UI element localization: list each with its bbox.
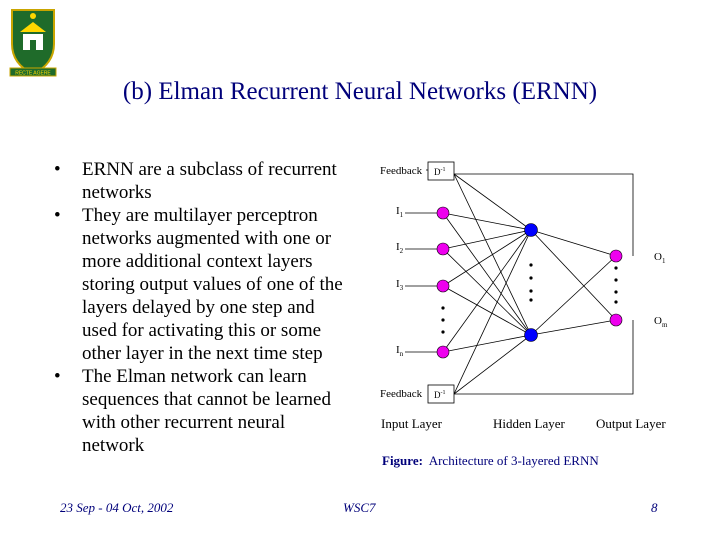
feedback-top-loop (426, 169, 634, 256)
delay-label-top: D-1 (434, 167, 446, 177)
context-connection (453, 334, 532, 395)
input-hidden-connection (442, 229, 532, 250)
layer-label-output: Output Layer (596, 416, 666, 431)
context-connection (453, 229, 532, 395)
input-label-1: I1 (396, 205, 404, 219)
logo-motto: RECTE AGERE (15, 71, 51, 77)
output-label-1: O1 (654, 251, 666, 265)
input-hidden-connection (442, 248, 532, 336)
output-node-m (609, 313, 623, 327)
bullet-item: • They are multilayer perceptron network… (52, 204, 352, 365)
hidden-output-connection (530, 229, 617, 257)
hidden-node-2 (524, 328, 538, 342)
context-connection (453, 173, 532, 336)
delay-label-bottom: D-1 (434, 390, 446, 400)
bullet-dot: • (54, 205, 61, 226)
feedback-label-top: Feedback (380, 165, 423, 177)
input-node-3 (436, 279, 450, 293)
input-hidden-connection (442, 334, 532, 353)
hidden-output-connection (530, 255, 617, 336)
input-hidden-connection (442, 285, 532, 336)
input-label-3: I3 (396, 278, 404, 292)
ellipsis-dots (441, 263, 618, 334)
layer-label-hidden: Hidden Layer (493, 416, 566, 431)
bullet-item: • ERNN are a subclass of recurrent netwo… (52, 158, 352, 204)
hidden-output-connection (530, 319, 617, 336)
bullet-list: • ERNN are a subclass of recurrent netwo… (52, 158, 352, 457)
input-node-1 (436, 206, 450, 220)
layer-label-input: Input Layer (381, 416, 443, 431)
input-label-2: I2 (396, 241, 404, 255)
input-hidden-connection (442, 212, 532, 231)
footer-event: WSC7 (343, 500, 376, 515)
delay-box-top (427, 161, 455, 181)
bullet-text: They are multilayer perceptron networks … (82, 205, 343, 364)
footer-date: 23 Sep - 04 Oct, 2002 (60, 500, 174, 515)
figure-caption: Figure: Architecture of 3-layered ERNN (382, 453, 599, 469)
hidden-node-1 (524, 223, 538, 237)
output-node-1 (609, 249, 623, 263)
bullet-item: • The Elman network can learn sequences … (52, 365, 352, 457)
hidden-output-connection (530, 229, 617, 321)
input-node-n (436, 345, 450, 359)
delay-box-bottom (427, 384, 455, 404)
bullet-text: The Elman network can learn sequences th… (82, 366, 331, 456)
university-crest-logo: RECTE AGERE (9, 9, 57, 77)
footer-page-number: 8 (651, 500, 658, 515)
bullet-text: ERNN are a subclass of recurrent network… (82, 159, 337, 203)
output-label-m: Om (654, 315, 668, 329)
input-hidden-connection (442, 229, 532, 287)
feedback-label-bottom: Feedback (380, 388, 423, 400)
context-connection (453, 173, 532, 231)
input-label-n: In (396, 344, 404, 358)
feedback-bottom-loop (454, 320, 634, 395)
caption-label: Figure: (382, 453, 423, 468)
input-hidden-connection (442, 212, 532, 336)
connections (405, 173, 617, 395)
input-node-2 (436, 242, 450, 256)
bullet-dot: • (54, 366, 61, 387)
bullet-dot: • (54, 159, 61, 180)
slide-title: (b) Elman Recurrent Neural Networks (ERN… (122, 78, 598, 105)
input-hidden-connection (442, 229, 532, 353)
caption-text: Architecture of 3-layered ERNN (428, 453, 599, 468)
